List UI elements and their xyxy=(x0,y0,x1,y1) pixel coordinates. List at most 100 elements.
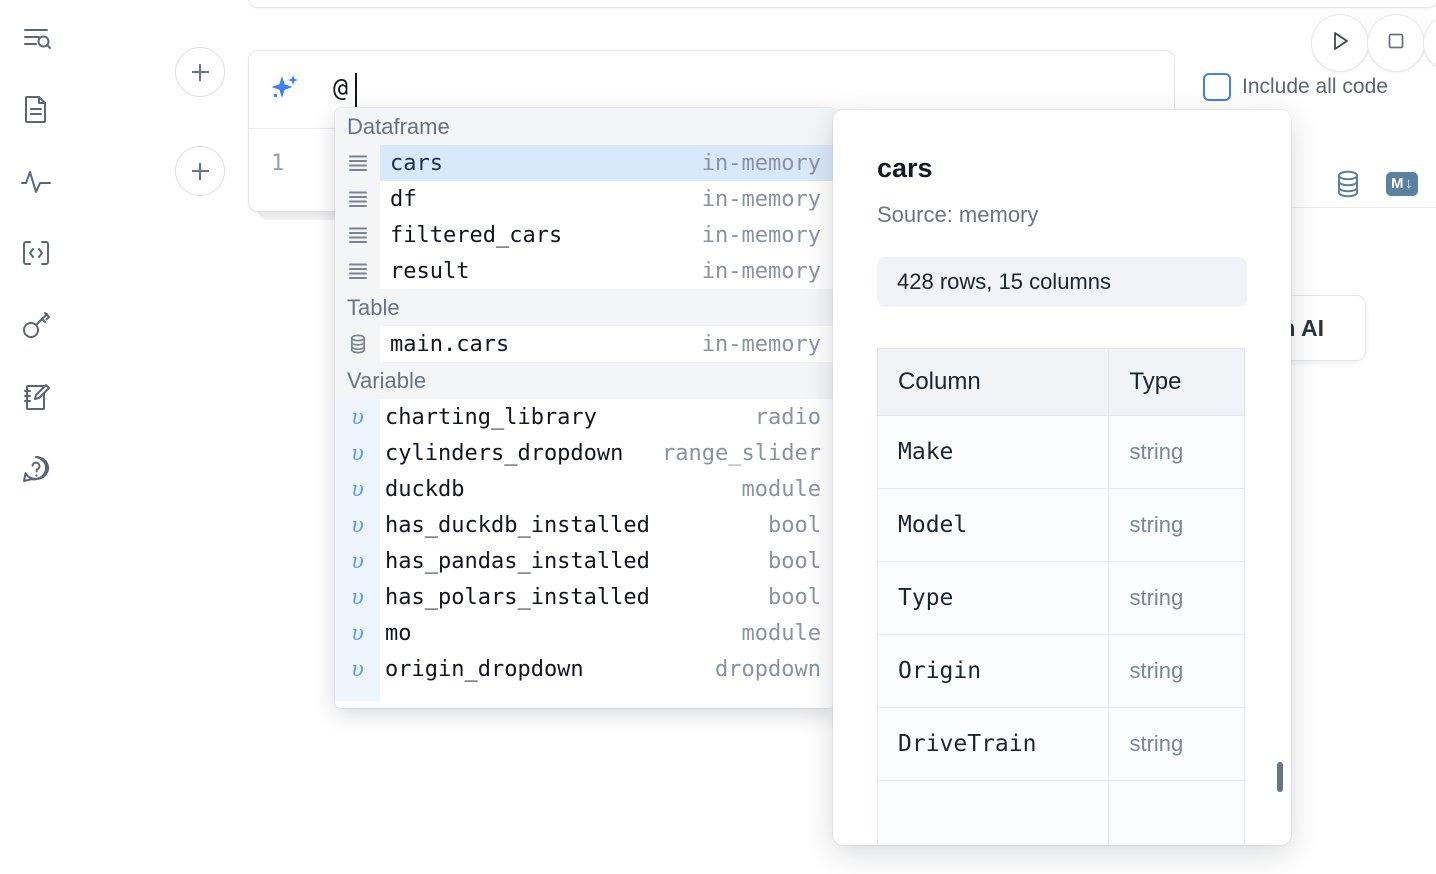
autocomplete-item-name: charting_library xyxy=(385,404,597,430)
autocomplete-item-type: in-memory xyxy=(701,258,821,284)
autocomplete-item[interactable] xyxy=(335,687,835,701)
sidebar-item-variables[interactable] xyxy=(14,159,58,203)
autocomplete-item-name: has_pandas_installed xyxy=(385,548,650,574)
plus-vertical xyxy=(199,162,201,180)
autocomplete-item-type: module xyxy=(741,620,821,646)
autocomplete-item-type: in-memory xyxy=(701,331,821,357)
run-button[interactable] xyxy=(1311,14,1369,72)
dataframe-lines-icon xyxy=(335,253,380,289)
square-stop-icon xyxy=(1384,29,1408,58)
upsilon-icon: υ xyxy=(335,399,380,435)
schema-column-name: Model xyxy=(876,488,1110,562)
schema-row xyxy=(876,780,1245,845)
sidebar-item-outline[interactable] xyxy=(14,15,58,59)
autocomplete-item-name: filtered_cars xyxy=(390,222,563,248)
autocomplete-item-body: origin_dropdown dropdown xyxy=(380,651,835,687)
database-icon[interactable] xyxy=(1332,168,1364,205)
preview-source: Source: memory xyxy=(877,202,1039,227)
activity-pulse-icon xyxy=(19,164,53,198)
help-chat-icon xyxy=(20,453,52,485)
include-all-code-checkbox[interactable] xyxy=(1203,73,1231,101)
autocomplete-section-header: Dataframe xyxy=(335,108,835,145)
notebook-cell-above[interactable] xyxy=(248,0,1436,8)
more-actions-button[interactable] xyxy=(1423,14,1436,72)
schema-column-name: DriveTrain xyxy=(876,707,1110,781)
preview-scrollbar-track[interactable] xyxy=(1277,436,1287,836)
autocomplete-item-type: range_slider xyxy=(662,440,821,466)
autocomplete-item-name: cars xyxy=(390,150,443,176)
ai-prompt-input[interactable]: @ xyxy=(333,73,349,102)
database-icon xyxy=(335,326,380,362)
upsilon-icon: υ xyxy=(335,471,380,507)
sidebar-item-files[interactable] xyxy=(14,87,58,131)
autocomplete-item-type: in-memory xyxy=(701,186,821,212)
autocomplete-item-name: result xyxy=(390,258,470,284)
sidebar-item-help[interactable] xyxy=(14,447,58,491)
schema-column-type xyxy=(1108,780,1245,845)
markdown-badge[interactable]: M ↓ xyxy=(1386,172,1418,196)
outline-search-icon xyxy=(20,21,52,53)
autocomplete-item-type: dropdown xyxy=(715,656,821,682)
autocomplete-item-type: radio xyxy=(754,404,821,430)
markdown-letter: M xyxy=(1391,175,1404,192)
autocomplete-item-name: has_duckdb_installed xyxy=(385,512,650,538)
autocomplete-item-name: origin_dropdown xyxy=(385,656,584,682)
upsilon-icon xyxy=(335,687,380,701)
schema-column-name: Origin xyxy=(876,634,1110,708)
include-all-code-label: Include all code xyxy=(1242,75,1388,98)
include-all-code-toggle[interactable]: Include all code xyxy=(1203,73,1388,101)
schema-header-column: Column xyxy=(876,348,1110,416)
autocomplete-item-type: module xyxy=(741,476,821,502)
upsilon-icon: υ xyxy=(335,651,380,687)
schema-column-name: Type xyxy=(876,561,1110,635)
add-cell-button-bottom[interactable] xyxy=(175,146,225,196)
dataframe-lines-icon xyxy=(335,181,380,217)
add-cell-button-top[interactable] xyxy=(175,47,225,97)
autocomplete-item-body: main.cars in-memory xyxy=(380,326,835,362)
autocomplete-item-type: bool xyxy=(768,584,821,610)
autocomplete-item[interactable]: main.cars in-memory xyxy=(335,326,835,362)
file-document-icon xyxy=(20,93,52,125)
autocomplete-section-header: Variable xyxy=(335,362,835,399)
autocomplete-item-name: cylinders_dropdown xyxy=(385,440,624,466)
plus-vertical xyxy=(199,63,201,81)
text-cursor xyxy=(355,73,357,107)
sidebar-item-secrets[interactable] xyxy=(14,303,58,347)
autocomplete-item-type: bool xyxy=(768,548,821,574)
autocomplete-item-body: mo module xyxy=(380,615,835,651)
autocomplete-item[interactable]: df in-memory xyxy=(335,181,835,217)
sidebar-item-snippets[interactable] xyxy=(14,231,58,275)
stop-button[interactable] xyxy=(1367,14,1425,72)
autocomplete-item-body: result in-memory xyxy=(380,253,835,289)
notebook-pencil-icon xyxy=(20,381,52,413)
schema-column-type: string xyxy=(1108,561,1245,635)
upsilon-icon: υ xyxy=(335,579,380,615)
upsilon-icon: υ xyxy=(335,615,380,651)
play-icon xyxy=(1327,28,1353,59)
autocomplete-item-name: mo xyxy=(385,620,412,646)
autocomplete-item[interactable]: result in-memory xyxy=(335,253,835,289)
sidebar-item-scratchpad[interactable] xyxy=(14,375,58,419)
autocomplete-item-body xyxy=(380,687,835,701)
autocomplete-item-body: charting_library radio xyxy=(380,399,835,435)
autocomplete-item-name: df xyxy=(390,186,417,212)
autocomplete-item-name: main.cars xyxy=(390,331,510,357)
dataframe-preview-panel: cars Source: memory 428 rows, 15 columns… xyxy=(833,110,1291,845)
preview-scrollbar-thumb[interactable] xyxy=(1277,762,1283,792)
